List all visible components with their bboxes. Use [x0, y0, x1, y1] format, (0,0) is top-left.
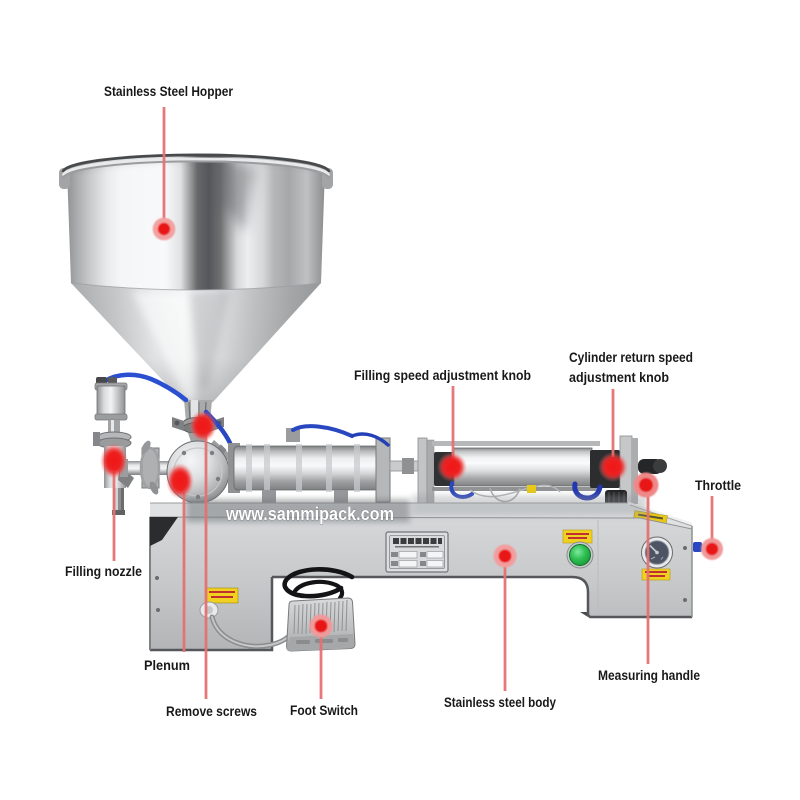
svg-text:Filling nozzle: Filling nozzle [65, 563, 142, 579]
svg-text:Cylinder return speed: Cylinder return speed [569, 349, 693, 365]
svg-text:Stainless Steel Hopper: Stainless Steel Hopper [104, 83, 233, 99]
svg-text:Measuring handle: Measuring handle [598, 667, 700, 683]
svg-text:Remove screws: Remove screws [166, 703, 257, 719]
svg-text:www.sammipack.com: www.sammipack.com [225, 504, 394, 524]
svg-text:Filling speed adjustment knob: Filling speed adjustment knob [354, 367, 531, 383]
svg-text:Foot Switch: Foot Switch [290, 702, 358, 718]
svg-text:Stainless steel body: Stainless steel body [444, 694, 556, 710]
svg-text:Plenum: Plenum [144, 657, 190, 673]
svg-text:Throttle: Throttle [695, 477, 741, 493]
svg-text:adjustment knob: adjustment knob [569, 369, 669, 385]
